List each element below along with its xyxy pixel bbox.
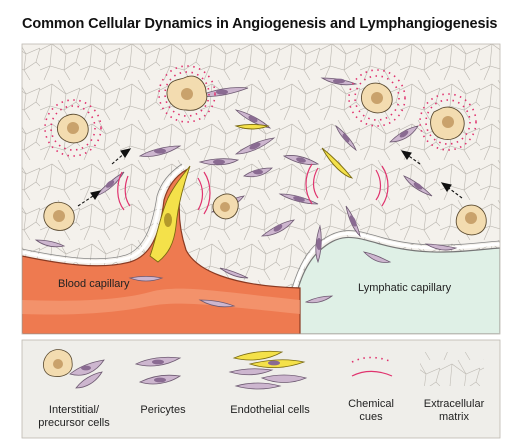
legend-label-chemical-line2: cues [359, 411, 383, 423]
legend-label-chemical-cues: Chemical cues [336, 398, 406, 424]
chemical-cue-halos [44, 65, 477, 157]
legend-pericyte-icon [134, 356, 182, 385]
migration-arrows [77, 148, 463, 207]
legend-chemical-cue-icon [351, 356, 393, 377]
legend-endothelial-icon [228, 350, 308, 390]
blood-capillary-label: Blood capillary [58, 278, 130, 290]
legend-label-endothelial: Endothelial cells [230, 404, 310, 416]
legend-label-precursor-line2: precursor cells [38, 417, 110, 429]
pericyte-nuclei [105, 78, 423, 250]
chemical-cue-waves [117, 163, 389, 215]
legend-label-ecm-line1: Extracellular [423, 398, 485, 410]
legend-ecm-icon [420, 352, 484, 386]
legend-label-ecm-line2: matrix [439, 411, 469, 423]
legend-label-chemical-line1: Chemical [348, 398, 394, 410]
page-title: Common Cellular Dynamics in Angiogenesis… [22, 16, 498, 32]
lymphatic-endothelial-tip-cell [321, 147, 354, 179]
lymphatic-capillary-label: Lymphatic capillary [358, 282, 452, 294]
legend-label-pericytes: Pericytes [140, 404, 186, 416]
legend-label-precursor-line1: Interstitial/ [48, 404, 100, 416]
legend-precursor-icon [43, 349, 105, 389]
precursor-nuclei [53, 88, 477, 224]
legend-label-precursor: Interstitial/ precursor cells [26, 404, 122, 430]
legend-label-ecm: Extracellular matrix [412, 398, 496, 424]
